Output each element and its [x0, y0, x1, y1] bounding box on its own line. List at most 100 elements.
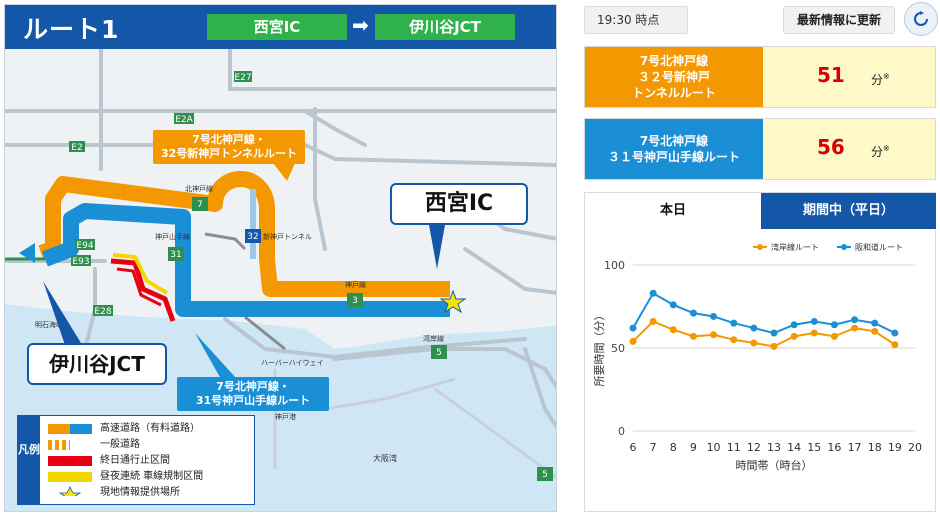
closed-section — [110, 258, 176, 322]
lane-restriction — [112, 253, 169, 295]
road-southeast — [523, 347, 556, 430]
shield-r32: 32 — [247, 232, 258, 242]
road-wangan — [333, 347, 556, 390]
shield-r5a: 5 — [436, 348, 442, 358]
data-point — [830, 321, 838, 329]
y-tick-label: 0 — [618, 425, 625, 438]
x-tick-label: 14 — [787, 441, 801, 454]
x-tick-label: 17 — [848, 441, 862, 454]
label-kobe-port: 神戸港 — [275, 412, 296, 421]
map-header: ルート1 西宮IC ➡ 伊川谷JCT — [5, 5, 556, 49]
expressway-swatch — [48, 424, 92, 434]
shield-r3: 3 — [352, 296, 358, 306]
x-tick-label: 11 — [727, 441, 741, 454]
label-kobeyamate: 神戸山手線 — [155, 232, 190, 241]
label-akashi: 明石海峡 — [35, 320, 63, 329]
label-kitakobe: 北神戸線 — [185, 184, 213, 193]
x-tick-label: 15 — [807, 441, 821, 454]
map-text-labels: 北神戸線 神戸山手線 新神戸トンネル 神戸線 湾岸線 明石海峡 神戸港 ハーバー… — [35, 184, 444, 463]
data-point — [891, 329, 899, 337]
shield-e27: E27 — [234, 73, 251, 83]
west-arrow-icon — [19, 243, 35, 263]
x-tick-label: 13 — [767, 441, 781, 454]
x-tick-label: 12 — [747, 441, 761, 454]
refresh-label[interactable]: 最新情報に更新 — [783, 6, 895, 34]
tab-period-weekday[interactable]: 期間中（平日） — [761, 193, 936, 229]
orange-callout-line-2: 32号新神戸トンネルルート — [160, 147, 298, 160]
route-time: 56 分※ — [763, 119, 935, 179]
destination-box: 伊川谷JCT — [375, 14, 515, 40]
shield-e93: E93 — [72, 257, 89, 267]
data-point — [851, 316, 859, 324]
route-title: ルート1 — [23, 15, 120, 44]
route-shields: E27 E2A E2 E94 E93 E28 7 31 32 3 5 5 — [69, 71, 553, 481]
data-point — [790, 321, 798, 329]
legend-label: 終日通行止区間 — [100, 455, 170, 466]
data-point — [710, 331, 718, 339]
shield-r31: 31 — [170, 250, 181, 260]
minutes-unit: 分※ — [871, 144, 890, 159]
label-osaka-bay: 大阪湾 — [373, 453, 397, 463]
x-tick-label: 9 — [690, 441, 697, 454]
data-point — [649, 289, 657, 297]
data-point — [629, 337, 637, 345]
y-tick-label: 50 — [611, 342, 625, 355]
label-harbor-highway: ハーバーハイウェイ — [261, 359, 324, 367]
route-row-tunnel: 7号北神戸線 ３２号新神戸 トンネルルート 51 分※ — [584, 46, 936, 108]
x-tick-label: 8 — [670, 441, 677, 454]
x-axis-label: 時間帯（時台） — [736, 458, 813, 472]
travel-minutes: 51 — [817, 63, 845, 87]
legend-entry: 湾岸線ルート — [771, 242, 819, 252]
label-wangan: 湾岸線 — [423, 334, 444, 343]
ikawadani-jct-label: 伊川谷JCT — [27, 343, 167, 385]
data-point — [730, 336, 738, 344]
data-point — [689, 332, 697, 340]
shield-r7: 7 — [197, 200, 203, 210]
x-tick-label: 10 — [707, 441, 721, 454]
legend-label: 一般道路 — [100, 439, 140, 450]
route-row-yamate: 7号北神戸線 ３１号神戸山手線ルート 56 分※ — [584, 118, 936, 180]
data-point — [750, 324, 758, 332]
closed-section-2 — [116, 267, 162, 307]
data-point — [891, 341, 899, 349]
origin-box: 西宮IC — [207, 14, 347, 40]
pointer-orange-callout — [273, 163, 295, 181]
data-point — [871, 319, 879, 327]
minutes-unit: 分※ — [871, 72, 890, 87]
general-road-swatch — [48, 440, 70, 450]
data-point — [710, 312, 718, 320]
legend-entry: 阪和道ルート — [855, 242, 903, 252]
data-point — [669, 301, 677, 309]
label-shinkobe-tunnel: 新神戸トンネル — [263, 232, 312, 241]
legend-label: 現地情報提供場所 — [100, 487, 180, 498]
note-mark: ※ — [883, 72, 890, 81]
x-tick-label: 16 — [827, 441, 841, 454]
data-point — [830, 332, 838, 340]
shield-e94: E94 — [76, 241, 93, 251]
data-point — [851, 324, 859, 332]
closed-swatch — [48, 456, 92, 466]
y-tick-label: 100 — [604, 259, 625, 272]
nishinomiya-ic-label: 西宮IC — [390, 183, 528, 225]
blue-route-callout: 7号北神戸線・ 31号神戸山手線ルート — [177, 377, 329, 411]
shield-e28: E28 — [94, 307, 111, 317]
tab-today[interactable]: 本日 — [585, 193, 761, 229]
update-time: 19:30 時点 — [584, 6, 688, 34]
data-point — [689, 309, 697, 317]
pointer-blue-callout — [195, 333, 237, 379]
shield-e2: E2 — [71, 143, 82, 153]
legend-label: 高速道路（有料道路） — [100, 423, 200, 434]
data-point — [810, 329, 818, 337]
legend-title: 凡例 — [18, 416, 40, 504]
pointer-nishinomiya — [429, 225, 445, 269]
refresh-button[interactable] — [904, 2, 938, 36]
data-point — [790, 332, 798, 340]
data-point — [770, 342, 778, 350]
route-name: 7号北神戸線 ３２号新神戸 トンネルルート — [585, 47, 763, 107]
label-kobe-line: 神戸線 — [345, 280, 366, 289]
road-east-b — [463, 247, 556, 295]
route-name: 7号北神戸線 ３１号神戸山手線ルート — [585, 119, 763, 179]
blue-callout-line-2: 31号神戸山手線ルート — [195, 394, 311, 407]
data-point — [871, 327, 879, 335]
